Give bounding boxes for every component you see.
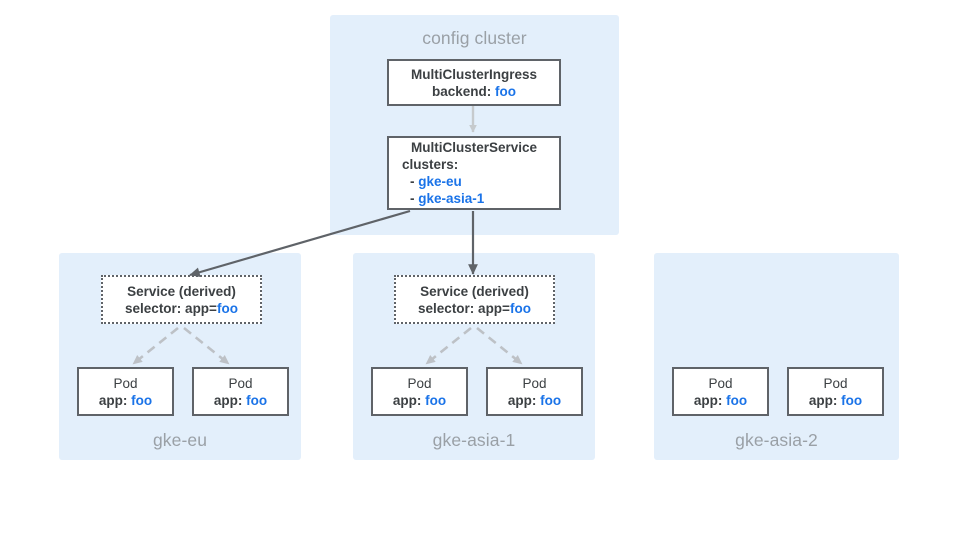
pod-app-value: foo xyxy=(726,392,748,408)
mcs-cluster-item: - gke-asia-1 xyxy=(402,190,553,207)
derived-service-box-gke-asia-1[interactable]: Service (derived) selector: app=foo xyxy=(394,275,555,324)
pod-box[interactable]: Pod app: foo xyxy=(486,367,583,416)
pod-app-value: foo xyxy=(246,392,268,408)
pod-box[interactable]: Pod app: foo xyxy=(787,367,884,416)
pod-content: Pod app: foo xyxy=(194,375,287,409)
mcs-item-value: gke-asia-1 xyxy=(418,191,485,206)
pod-title: Pod xyxy=(407,375,432,391)
service-selector-row: selector: app=foo xyxy=(109,300,254,317)
pod-app-value: foo xyxy=(131,392,153,408)
derived-service-content: Service (derived) selector: app=foo xyxy=(396,283,553,317)
mcs-item-dash: - xyxy=(410,174,415,189)
pod-label-row: app: foo xyxy=(379,392,460,409)
mcs-item-dash: - xyxy=(410,191,415,206)
pod-content: Pod app: foo xyxy=(789,375,882,409)
pod-app-label: app: xyxy=(98,392,128,408)
mci-backend-value: foo xyxy=(495,83,517,99)
pod-content: Pod app: foo xyxy=(79,375,172,409)
pod-box[interactable]: Pod app: foo xyxy=(192,367,289,416)
cluster-label-config: config cluster xyxy=(422,28,527,48)
pod-box[interactable]: Pod app: foo xyxy=(371,367,468,416)
pod-app-label: app: xyxy=(693,392,723,408)
pod-app-label: app: xyxy=(808,392,838,408)
derived-service-box-gke-eu[interactable]: Service (derived) selector: app=foo xyxy=(101,275,262,324)
derived-service-content: Service (derived) selector: app=foo xyxy=(103,283,260,317)
pod-label-row: app: foo xyxy=(680,392,761,409)
multi-cluster-ingress-box[interactable]: MultiClusterIngress backend: foo xyxy=(387,59,561,106)
pod-label-row: app: foo xyxy=(200,392,281,409)
pod-content: Pod app: foo xyxy=(674,375,767,409)
pod-app-value: foo xyxy=(425,392,447,408)
multi-cluster-ingress-content: MultiClusterIngress backend: foo xyxy=(389,66,559,100)
service-selector-value: foo xyxy=(216,300,238,316)
service-selector-label: selector: app= xyxy=(418,300,510,316)
service-selector-value: foo xyxy=(509,300,531,316)
pod-title: Pod xyxy=(113,375,138,391)
cluster-panel-gke-asia-2: gke-asia-2 xyxy=(654,253,899,460)
mci-backend-row: backend: foo xyxy=(395,83,553,100)
pod-title: Pod xyxy=(708,375,733,391)
pod-content: Pod app: foo xyxy=(488,375,581,409)
pod-app-label: app: xyxy=(213,392,243,408)
mcs-title: MultiClusterService xyxy=(410,140,538,155)
pod-app-value: foo xyxy=(841,392,863,408)
multi-cluster-service-content: MultiClusterService clusters: - gke-eu -… xyxy=(389,139,559,207)
cluster-label-gke-eu: gke-eu xyxy=(152,430,208,450)
pod-title: Pod xyxy=(522,375,547,391)
cluster-label-gke-asia-2: gke-asia-2 xyxy=(735,430,818,450)
mci-backend-label: backend: xyxy=(431,83,492,99)
mcs-cluster-item: - gke-eu xyxy=(402,173,553,190)
pod-box[interactable]: Pod app: foo xyxy=(77,367,174,416)
pod-label-row: app: foo xyxy=(795,392,876,409)
pod-label-row: app: foo xyxy=(494,392,575,409)
cluster-label-gke-asia-1: gke-asia-1 xyxy=(432,430,516,450)
service-title: Service (derived) xyxy=(127,283,236,299)
mci-title: MultiClusterIngress xyxy=(410,66,538,82)
service-title: Service (derived) xyxy=(420,283,529,299)
pod-app-label: app: xyxy=(507,392,537,408)
pod-box[interactable]: Pod app: foo xyxy=(672,367,769,416)
pod-app-value: foo xyxy=(540,392,562,408)
pod-title: Pod xyxy=(228,375,253,391)
mcs-clusters-label: clusters: xyxy=(402,157,459,172)
pod-title: Pod xyxy=(823,375,848,391)
service-selector-row: selector: app=foo xyxy=(402,300,547,317)
mcs-item-value: gke-eu xyxy=(418,174,462,189)
service-selector-label: selector: app= xyxy=(125,300,217,316)
multi-cluster-service-box[interactable]: MultiClusterService clusters: - gke-eu -… xyxy=(387,136,561,210)
pod-label-row: app: foo xyxy=(85,392,166,409)
pod-app-label: app: xyxy=(392,392,422,408)
pod-content: Pod app: foo xyxy=(373,375,466,409)
